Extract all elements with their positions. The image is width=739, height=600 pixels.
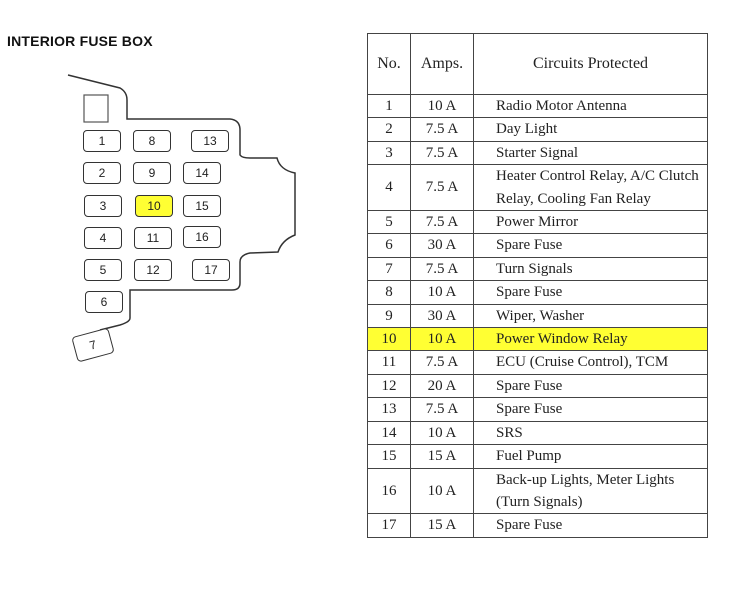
cell-no: 7 (367, 256, 411, 282)
cell-amps: 10 A (410, 327, 474, 352)
header-circuits: Circuits Protected (473, 33, 708, 95)
fuse-12: 12 (134, 259, 172, 281)
fuse-6: 6 (85, 291, 123, 313)
fuse-10: 10 (135, 195, 173, 217)
fuse-3: 3 (84, 195, 122, 217)
cell-amps: 30 A (410, 303, 474, 329)
cell-circuit: Power Window Relay (473, 327, 708, 352)
cell-circuit: SRS (473, 420, 708, 446)
cell-no: 15 (367, 444, 411, 469)
header-no: No. (367, 33, 411, 95)
fuse-13: 13 (191, 130, 229, 152)
cell-circuit: Day Light (473, 117, 708, 142)
fuse-1: 1 (83, 130, 121, 152)
cell-no: 17 (367, 513, 411, 538)
cell-circuit: Turn Signals (473, 256, 708, 282)
fuse-9: 9 (133, 162, 171, 184)
cell-no: 4 (367, 164, 411, 212)
cell-no: 9 (367, 303, 411, 329)
cell-circuit: Spare Fuse (473, 233, 708, 258)
cell-amps: 7.5 A (410, 350, 474, 375)
cell-no: 6 (367, 233, 411, 258)
cell-amps: 7.5 A (410, 140, 474, 166)
cell-amps: 20 A (410, 373, 474, 399)
cell-amps: 10 A (410, 467, 474, 515)
cell-amps: 10 A (410, 93, 474, 119)
cell-amps: 7.5 A (410, 210, 474, 235)
cell-no: 12 (367, 373, 411, 399)
cell-no: 11 (367, 350, 411, 375)
cell-no: 14 (367, 420, 411, 446)
fuse-8: 8 (133, 130, 171, 152)
cell-circuit: Fuel Pump (473, 444, 708, 469)
cell-circuit: Spare Fuse (473, 373, 708, 399)
cell-circuit: Radio Motor Antenna (473, 93, 708, 119)
cell-no: 13 (367, 397, 411, 422)
cell-no: 16 (367, 467, 411, 515)
cell-circuit: Back-up Lights, Meter Lights (Turn Signa… (473, 467, 708, 515)
fuse-14: 14 (183, 162, 221, 184)
fuse-17: 17 (192, 259, 230, 281)
cell-circuit: Starter Signal (473, 140, 708, 166)
cell-no: 10 (367, 327, 411, 352)
cell-no: 2 (367, 117, 411, 142)
cell-amps: 7.5 A (410, 397, 474, 422)
cell-amps: 7.5 A (410, 164, 474, 212)
cell-no: 3 (367, 140, 411, 166)
fuse-16: 16 (183, 226, 221, 248)
diagram-title: INTERIOR FUSE BOX (7, 33, 153, 49)
cell-amps: 10 A (410, 280, 474, 305)
cell-circuit: Spare Fuse (473, 397, 708, 422)
cell-amps: 7.5 A (410, 256, 474, 282)
fuse-2: 2 (83, 162, 121, 184)
cell-circuit: Spare Fuse (473, 280, 708, 305)
cell-circuit: Spare Fuse (473, 513, 708, 538)
cell-circuit: Wiper, Washer (473, 303, 708, 329)
cell-no: 8 (367, 280, 411, 305)
fuse-box-outline (67, 74, 296, 331)
cell-amps: 15 A (410, 444, 474, 469)
fuse-15: 15 (183, 195, 221, 217)
cell-circuit: ECU (Cruise Control), TCM (473, 350, 708, 375)
fuse-4: 4 (84, 227, 122, 249)
cell-circuit: Power Mirror (473, 210, 708, 235)
cell-circuit: Heater Control Relay, A/C Clutch Relay, … (473, 164, 708, 212)
cell-no: 1 (367, 93, 411, 119)
header-amps: Amps. (410, 33, 474, 95)
fuse-11: 11 (134, 227, 172, 249)
cell-amps: 15 A (410, 513, 474, 538)
fuse-5: 5 (84, 259, 122, 281)
cell-amps: 10 A (410, 420, 474, 446)
cell-no: 5 (367, 210, 411, 235)
cell-amps: 30 A (410, 233, 474, 258)
cell-amps: 7.5 A (410, 117, 474, 142)
